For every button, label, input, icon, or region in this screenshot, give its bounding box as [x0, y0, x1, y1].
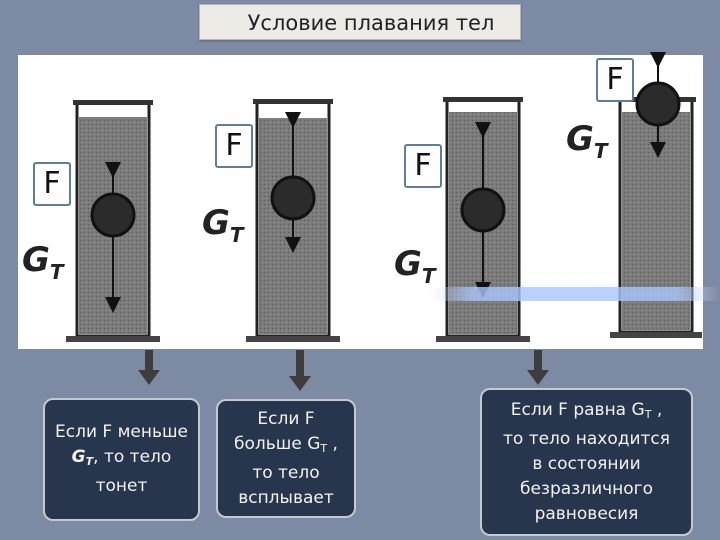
caption-neutral: Если F равна GT , то тело находится в со…: [480, 388, 693, 536]
slide-title: Условие плавания тел: [199, 4, 521, 40]
gravity-label-2: GT: [202, 203, 244, 247]
force-label-3: F: [404, 144, 442, 188]
arrow-down-icon: [138, 350, 160, 385]
force-label-2: F: [215, 124, 253, 168]
caption-float-up: Если F больше GT , то тело всплывает: [216, 399, 356, 518]
highlight-glow: [430, 287, 720, 301]
beaker-3: [436, 97, 530, 342]
beaker-1: [66, 100, 160, 342]
force-label-1: F: [33, 162, 71, 206]
caption-sink: Если F меньше GT, то тело тонет: [43, 398, 200, 521]
ball: [460, 187, 506, 233]
beaker-2: [246, 99, 340, 342]
arrow-down-icon: [289, 350, 311, 391]
force-label-4: F: [596, 58, 634, 102]
ball: [635, 81, 681, 127]
gravity-label-1: GT: [22, 240, 64, 284]
ball: [90, 192, 136, 238]
arrow-down-icon: [527, 350, 549, 385]
gravity-label-4: GT: [566, 119, 608, 163]
gravity-label-3: GT: [394, 244, 436, 288]
ball: [270, 175, 316, 221]
